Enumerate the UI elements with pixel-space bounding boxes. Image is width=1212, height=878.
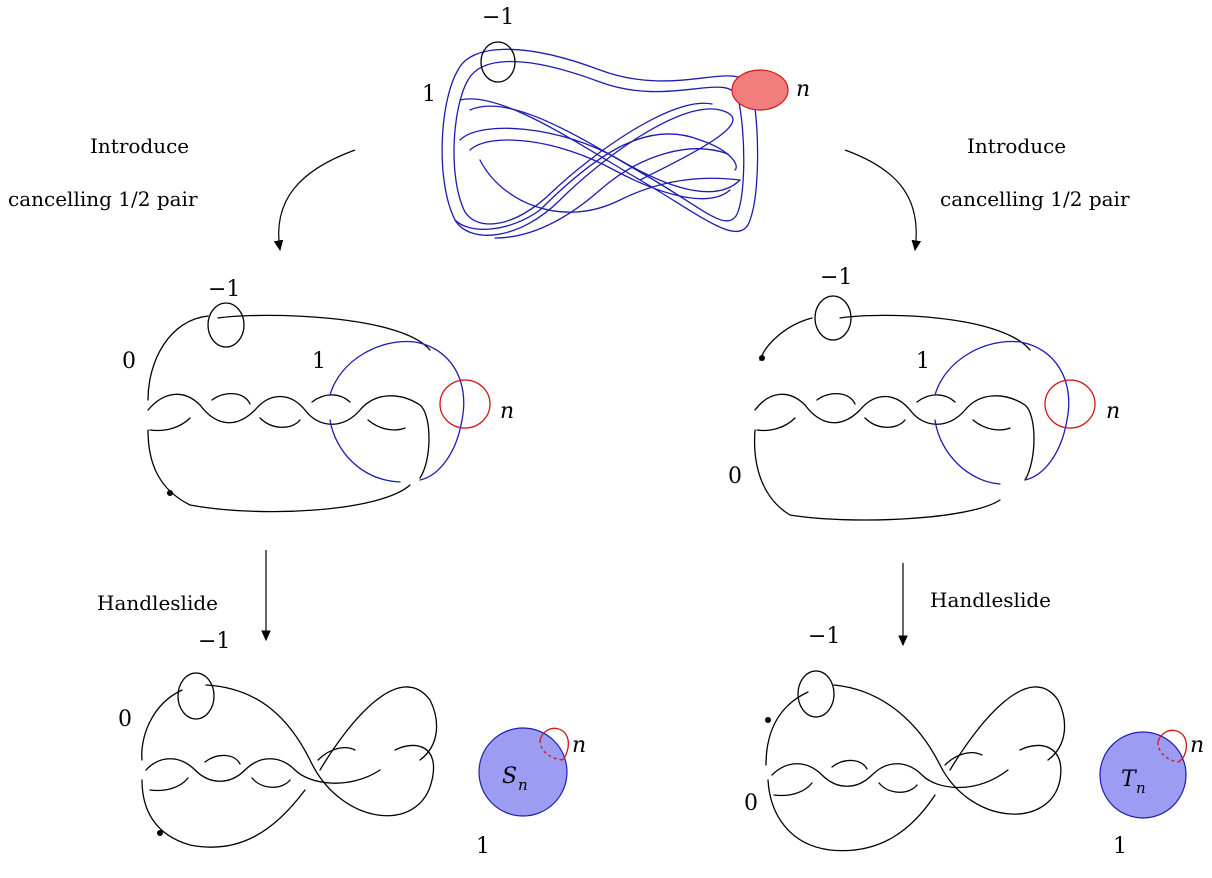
mr-label-n: n [1106, 399, 1120, 424]
mr-label-minus1: −1 [820, 265, 852, 290]
top-diagram: −1 1 n [422, 5, 810, 239]
right-intro-arrow [844, 149, 922, 252]
s-disk-sub: n [518, 776, 528, 794]
middle-right-diagram: −1 0 1 n [728, 265, 1120, 521]
mr-label-0: 0 [728, 464, 742, 489]
t-disk-sub: n [1136, 779, 1146, 797]
left-intro-arrow [273, 149, 356, 252]
right-caption-line1: Introduce [967, 134, 1066, 158]
bl-label-1: 1 [476, 834, 490, 859]
right-handleslide-caption: Handleslide [930, 588, 1051, 612]
top-minus1-circle [480, 41, 516, 83]
br-label-minus1: −1 [808, 624, 840, 649]
ml-label-n: n [500, 399, 514, 424]
left-caption-line1: Introduce [90, 134, 189, 158]
bottom-right-diagram: −1 0 1 n T n [744, 624, 1204, 859]
t-disk [1099, 729, 1187, 819]
bl-label-minus1: −1 [198, 629, 230, 654]
br-label-n: n [1190, 733, 1204, 758]
top-red-disk [731, 69, 789, 111]
mr-label-1: 1 [916, 349, 930, 374]
t-disk-label: T [1121, 767, 1138, 792]
top-blue-knot [441, 48, 759, 239]
ml-label-minus1: −1 [208, 277, 240, 302]
left-handleslide-caption: Handleslide [97, 591, 218, 615]
br-label-0: 0 [744, 791, 758, 816]
br-label-1: 1 [1113, 834, 1127, 859]
left-caption-line2: cancelling 1/2 pair [8, 187, 198, 211]
s-disk-label: S [502, 764, 517, 789]
ml-label-1: 1 [312, 349, 326, 374]
bl-label-n: n [572, 733, 586, 758]
bottom-left-diagram: −1 0 1 n S n [118, 629, 586, 859]
right-caption-line2: cancelling 1/2 pair [940, 187, 1130, 211]
ml-label-0: 0 [122, 349, 136, 374]
bl-label-0: 0 [118, 707, 132, 732]
middle-left-diagram: −1 0 1 n [122, 277, 514, 513]
s-disk [478, 727, 569, 817]
top-label-n: n [796, 77, 810, 102]
top-label-1: 1 [422, 82, 436, 107]
top-label-minus1: −1 [482, 5, 514, 30]
